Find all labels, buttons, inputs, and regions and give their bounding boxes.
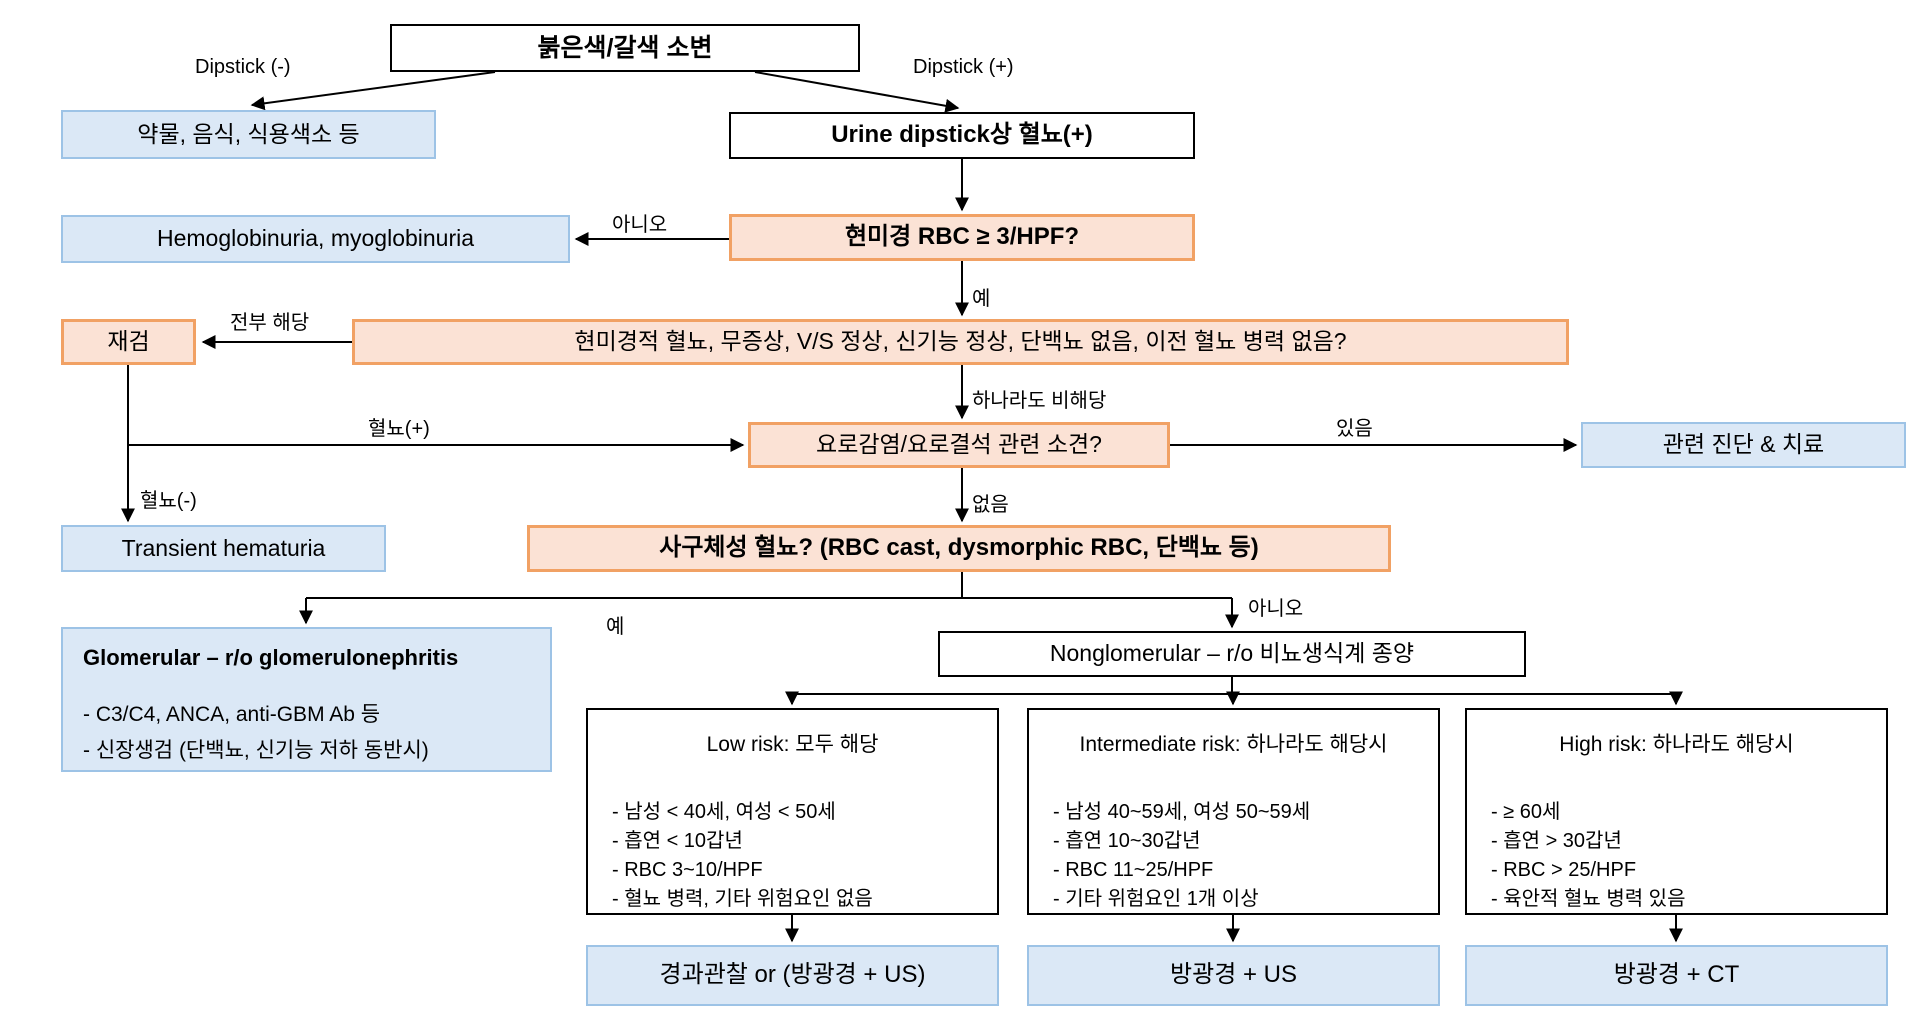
list-item: - 혈뇨 병력, 기타 위험요인 없음 bbox=[612, 888, 873, 910]
list-item: - ≥ 60세 bbox=[1491, 801, 1561, 823]
node-red-brown-urine: 붉은색/갈색 소변 bbox=[390, 24, 860, 72]
intermediate-risk-items: - 남성 40~59세, 여성 50~59세 - 흡연 10~30갑년 - RBC … bbox=[1029, 798, 1438, 914]
edge-label-yes-2: 예 bbox=[606, 616, 625, 638]
node-uti-stone-question: 요로감염/요로결석 관련 소견? bbox=[748, 422, 1170, 468]
edge-label-all-match: 전부 해당 bbox=[230, 312, 310, 334]
list-item: - RBC 11~25/HPF bbox=[1053, 859, 1214, 881]
low-risk-items: - 남성 < 40세, 여성 < 50세 - 흡연 < 10갑년 - RBC 3~1… bbox=[588, 798, 997, 914]
node-recheck: 재검 bbox=[61, 319, 196, 365]
node-nonglomerular: Nonglomerular – r/o 비뇨생식계 종양 bbox=[938, 631, 1526, 677]
node-microscopic-rbc-question: 현미경 RBC ≥ 3/HPF? bbox=[729, 214, 1195, 261]
list-item: - 육안적 혈뇨 병력 있음 bbox=[1491, 888, 1686, 910]
node-criteria-question: 현미경적 혈뇨, 무증상, V/S 정상, 신기능 정상, 단백뇨 없음, 이전… bbox=[352, 319, 1569, 365]
edge-label-dipstick-positive: Dipstick (+) bbox=[913, 56, 1014, 78]
edge-label-yes-1: 예 bbox=[972, 288, 991, 310]
node-glomerular-hematuria-question: 사구체성 혈뇨? (RBC cast, dysmorphic RBC, 단백뇨 … bbox=[527, 525, 1391, 572]
high-risk-items: - ≥ 60세 - 흡연 > 30갑년 - RBC > 25/HPF - 육안적 혈뇨… bbox=[1467, 798, 1886, 914]
node-low-risk-action: 경과관찰 or (방광경 + US) bbox=[586, 945, 999, 1006]
list-item: - 남성 < 40세, 여성 < 50세 bbox=[612, 801, 836, 823]
edge-label-absent: 없음 bbox=[972, 494, 1009, 516]
node-low-risk: Low risk: 모두 해당 - 남성 < 40세, 여성 < 50세 - 흡연… bbox=[586, 708, 999, 915]
node-drug-food-dye: 약물, 음식, 식용색소 등 bbox=[61, 110, 436, 159]
node-related-diagnosis-treatment: 관련 진단 & 치료 bbox=[1581, 422, 1906, 468]
node-transient-hematuria: Transient hematuria bbox=[61, 525, 386, 572]
high-risk-title: High risk: 하나라도 해당시 bbox=[1559, 733, 1794, 756]
list-item: - RBC 3~10/HPF bbox=[612, 859, 763, 881]
list-item: - 신장생검 (단백뇨, 신기능 저하 동반시) bbox=[83, 739, 429, 762]
intermediate-risk-title: Intermediate risk: 하나라도 해당시 bbox=[1079, 733, 1388, 756]
node-glomerular-workup: Glomerular – r/o glomerulonephritis - C3… bbox=[61, 627, 552, 772]
list-item: - RBC > 25/HPF bbox=[1491, 859, 1637, 881]
node-urine-dipstick-positive: Urine dipstick상 혈뇨(+) bbox=[729, 112, 1195, 159]
glomerular-title: Glomerular – r/o glomerulonephritis bbox=[83, 645, 459, 670]
list-item: - 흡연 10~30갑년 bbox=[1053, 830, 1201, 852]
edge-label-any-mismatch: 하나라도 비해당 bbox=[972, 390, 1107, 412]
edge-label-hematuria-positive: 혈뇨(+) bbox=[368, 418, 430, 440]
edge-label-no-1: 아니오 bbox=[612, 214, 668, 236]
edge-label-present: 있음 bbox=[1336, 418, 1373, 440]
edge-label-dipstick-negative: Dipstick (-) bbox=[195, 56, 291, 78]
edge-label-no-2: 아니오 bbox=[1248, 598, 1304, 620]
node-intermediate-risk-action: 방광경 + US bbox=[1027, 945, 1440, 1006]
node-hemoglobinuria-myoglobinuria: Hemoglobinuria, myoglobinuria bbox=[61, 215, 570, 263]
list-item: - 흡연 > 30갑년 bbox=[1491, 830, 1622, 852]
list-item: - 흡연 < 10갑년 bbox=[612, 830, 743, 852]
list-item: - 남성 40~59세, 여성 50~59세 bbox=[1053, 801, 1311, 823]
list-item: - C3/C4, ANCA, anti-GBM Ab 등 bbox=[83, 703, 381, 726]
node-high-risk-action: 방광경 + CT bbox=[1465, 945, 1888, 1006]
node-intermediate-risk: Intermediate risk: 하나라도 해당시 - 남성 40~59세,… bbox=[1027, 708, 1440, 915]
list-item: - 기타 위험요인 1개 이상 bbox=[1053, 888, 1259, 910]
node-high-risk: High risk: 하나라도 해당시 - ≥ 60세- 흡연 > 30갑년- … bbox=[1465, 708, 1888, 915]
glomerular-items: - C3/C4, ANCA, anti-GBM Ab 등 - 신장생검 (단백뇨,… bbox=[83, 697, 530, 769]
edge-label-hematuria-negative: 혈뇨(-) bbox=[140, 490, 197, 512]
low-risk-title: Low risk: 모두 해당 bbox=[706, 733, 879, 756]
